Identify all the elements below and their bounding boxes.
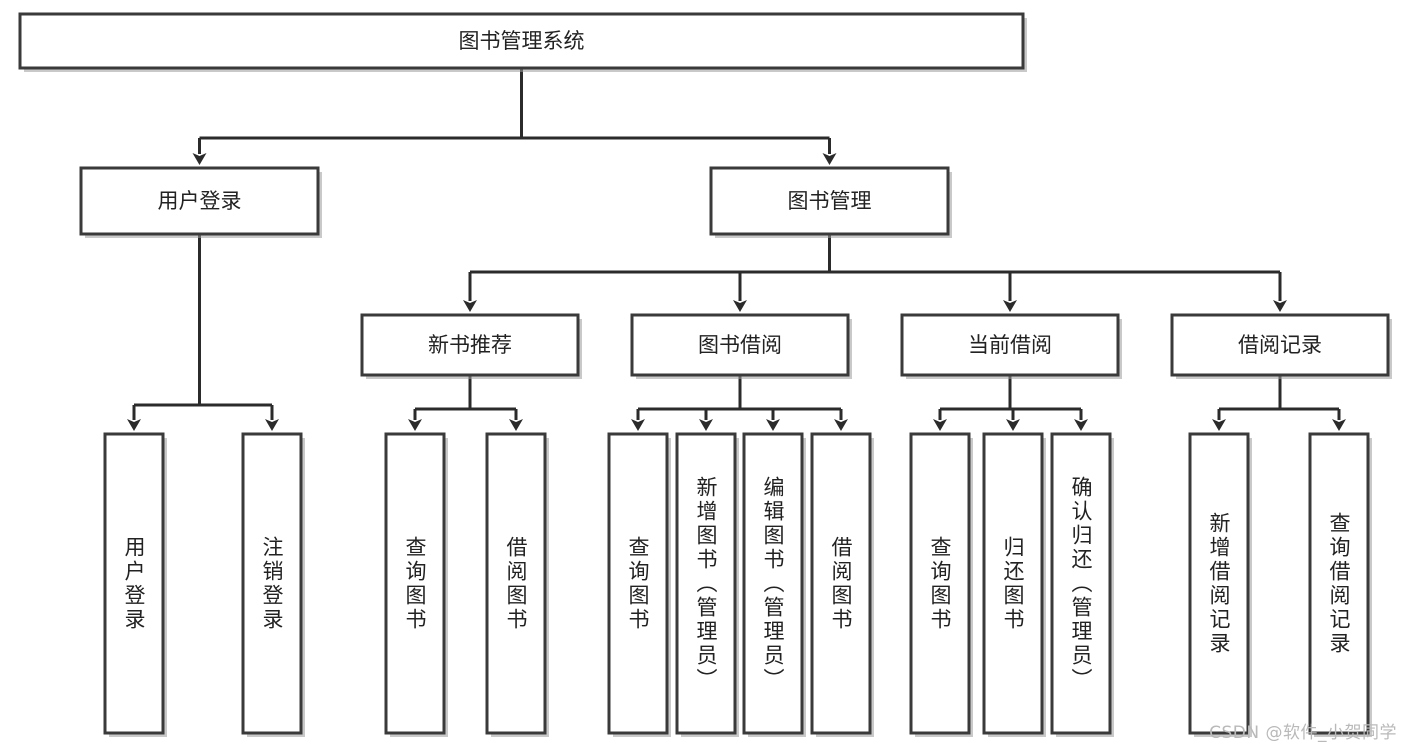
node-level3-3[interactable] — [1170, 313, 1390, 377]
node-level3-label-2: 当前借阅 — [968, 333, 1052, 357]
node-leaf-2[interactable] — [384, 432, 446, 735]
node-leaf-9[interactable] — [982, 432, 1044, 735]
node-root[interactable] — [18, 12, 1025, 70]
box-layer — [18, 12, 1392, 737]
node-level3-0[interactable] — [360, 313, 580, 377]
node-leaf-5[interactable] — [675, 432, 737, 735]
node-leaf-11[interactable] — [1188, 432, 1250, 735]
node-leaf-6[interactable] — [742, 432, 804, 735]
connector-layer — [127, 68, 1346, 431]
node-level3-label-3: 借阅记录 — [1238, 333, 1322, 357]
node-level2-1[interactable] — [709, 166, 950, 236]
node-leaf-8[interactable] — [909, 432, 971, 735]
node-level3-label-0: 新书推荐 — [428, 333, 512, 357]
node-level3-1[interactable] — [630, 313, 850, 377]
node-leaf-7[interactable] — [810, 432, 872, 735]
node-level2-label-1: 图书管理 — [788, 189, 872, 213]
node-level3-2[interactable] — [900, 313, 1120, 377]
node-leaf-12[interactable] — [1308, 432, 1370, 735]
node-leaf-0[interactable] — [103, 432, 165, 735]
watermark: CSDN @软件_小贺同学 — [1209, 723, 1397, 743]
node-leaf-10[interactable] — [1050, 432, 1112, 735]
node-level2-0[interactable] — [79, 166, 320, 236]
node-leaf-3[interactable] — [485, 432, 547, 735]
node-level3-label-1: 图书借阅 — [698, 333, 782, 357]
node-leaf-4[interactable] — [607, 432, 669, 735]
node-level2-label-0: 用户登录 — [158, 189, 242, 213]
node-leaf-1[interactable] — [241, 432, 303, 735]
node-root-label: 图书管理系统 — [459, 29, 585, 53]
